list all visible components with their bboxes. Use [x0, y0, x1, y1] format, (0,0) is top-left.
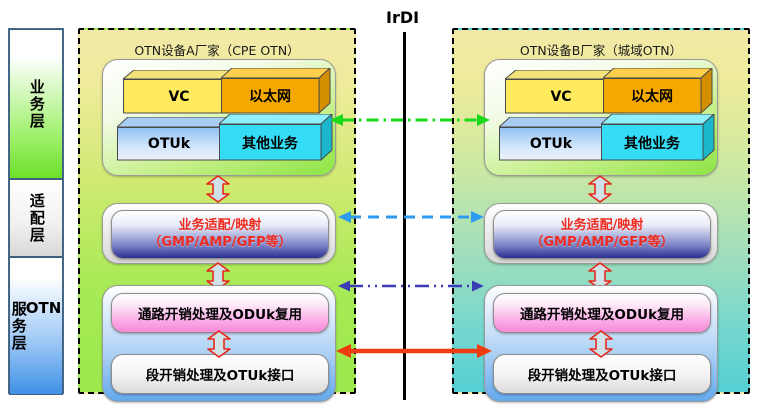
vendor-panel-b: OTN设备B厂家（城域OTN） VC 以太网: [452, 28, 750, 402]
connector-adaptation-layer: [338, 208, 484, 226]
box-ethernet-3d-shape: [221, 68, 331, 114]
vendor-panel-a-title: OTN设备A厂家（CPE OTN）: [134, 43, 300, 58]
panel-a-box-ethernet[interactable]: 以太网: [221, 68, 331, 114]
panel-b-box-other-services[interactable]: 其他业务: [601, 114, 715, 161]
legend-label-adaptation-layer: 适配层: [27, 192, 46, 244]
panel-a-box-other-services[interactable]: 其他业务: [219, 114, 333, 161]
panel-a-box-ethernet-label: 以太网: [249, 89, 291, 105]
double-arrow-vertical-icon: [589, 330, 613, 358]
box-vc-3d-shape: [123, 70, 247, 114]
panel-a-adaptation-box-line1: 业务适配/映射: [178, 218, 262, 234]
legend-label-service-layer: 业务层: [27, 78, 46, 130]
double-arrow-vertical-icon: [588, 175, 612, 203]
panel-a-adaptation-box[interactable]: 业务适配/映射 （GMP/AMP/GFP等）: [111, 210, 329, 259]
panel-b-service-layer-group: VC 以太网: [484, 59, 718, 176]
panel-b-adaptation-box-line2: （GMP/AMP/GFP等）: [530, 234, 674, 250]
panel-a-box-otuk-label: OTUk: [147, 136, 191, 152]
layer-legend: 业务层 适配层 OTN 服务层: [8, 28, 64, 395]
panel-b-adaptation-box[interactable]: 业务适配/映射 （GMP/AMP/GFP等）: [493, 210, 711, 259]
panel-b-box-vc-label: VC: [550, 88, 572, 105]
panel-a-oduk-box-label: 通路开销处理及ODUk复用: [137, 307, 303, 323]
panel-b-otn-layer-group: 通路开销处理及ODUk复用 段开销处理及OTUk接口: [484, 285, 718, 402]
panel-b-box-otuk[interactable]: OTUk: [499, 117, 615, 161]
panel-a-otuk-interface-box[interactable]: 段开销处理及OTUk接口: [111, 354, 329, 394]
panel-a-arrow-service-to-adaptation: [205, 175, 231, 203]
panel-a-arrow-oduk-to-otuk: [206, 330, 232, 358]
legend-label-otn-cjk: 服务层: [9, 300, 28, 352]
legend-cell-service-layer: 业务层: [9, 29, 63, 179]
panel-a-otuk-interface-box-label: 段开销处理及OTUk接口: [145, 368, 295, 384]
panel-b-otuk-interface-box[interactable]: 段开销处理及OTUk接口: [493, 354, 711, 394]
connector-oduk-layer: [338, 277, 484, 295]
dash-dot-dot-double-arrow-purple-icon: [338, 280, 484, 292]
box-other-services-3d-shape: [601, 114, 715, 161]
panel-b-adaptation-layer-group: 业务适配/映射 （GMP/AMP/GFP等）: [484, 203, 718, 264]
double-arrow-vertical-icon: [206, 175, 230, 203]
panel-a-adaptation-box-line2: （GMP/AMP/GFP等）: [148, 234, 292, 250]
panel-a-service-layer-group: VC 以太网: [102, 59, 336, 176]
panel-a-box-vc[interactable]: VC: [123, 70, 247, 114]
irdi-label: IrDI: [386, 8, 420, 27]
panel-a-box-vc-label: VC: [168, 88, 190, 105]
legend-label-otn-latin: OTN: [25, 298, 62, 317]
panel-b-oduk-box[interactable]: 通路开销处理及ODUk复用: [493, 293, 711, 333]
box-ethernet-3d-shape: [603, 68, 713, 114]
double-arrow-vertical-icon: [207, 330, 231, 358]
panel-b-box-ethernet[interactable]: 以太网: [603, 68, 713, 114]
panel-a-box-otuk[interactable]: OTUk: [117, 117, 233, 161]
legend-label-otn-service-layer: OTN 服务层: [9, 298, 62, 352]
panel-b-box-otuk-label: OTUk: [529, 136, 573, 152]
panel-b-arrow-oduk-to-otuk: [588, 330, 614, 358]
dash-dot-double-arrow-green-icon: [330, 114, 490, 126]
legend-cell-adaptation-layer: 适配层: [9, 179, 63, 257]
panel-a-otn-layer-group: 通路开销处理及ODUk复用 段开销处理及OTUk接口: [102, 285, 336, 402]
panel-a-box-other-services-label: 其他业务: [242, 135, 298, 152]
box-other-services-3d-shape: [219, 114, 333, 161]
panel-b-box-ethernet-label: 以太网: [631, 89, 673, 105]
panel-b-otuk-interface-box-label: 段开销处理及OTUk接口: [527, 368, 677, 384]
panel-a-oduk-box[interactable]: 通路开销处理及ODUk复用: [111, 293, 329, 333]
legend-cell-otn-service-layer: OTN 服务层: [9, 257, 63, 395]
panel-b-box-other-services-label: 其他业务: [624, 135, 680, 152]
vendor-panel-a: OTN设备A厂家（CPE OTN） VC: [78, 28, 356, 402]
connector-otuk-layer: [336, 341, 492, 361]
solid-double-arrow-red-icon: [336, 344, 492, 358]
panel-a-adaptation-layer-group: 业务适配/映射 （GMP/AMP/GFP等）: [102, 203, 336, 264]
panel-b-adaptation-box-line1: 业务适配/映射: [560, 218, 644, 234]
connector-service-layer: [330, 111, 490, 129]
dashed-double-arrow-blue-icon: [338, 211, 484, 223]
panel-b-oduk-box-label: 通路开销处理及ODUk复用: [519, 307, 685, 323]
panel-b-arrow-service-to-adaptation: [587, 175, 613, 203]
vendor-panel-b-title: OTN设备B厂家（城域OTN）: [519, 43, 683, 58]
